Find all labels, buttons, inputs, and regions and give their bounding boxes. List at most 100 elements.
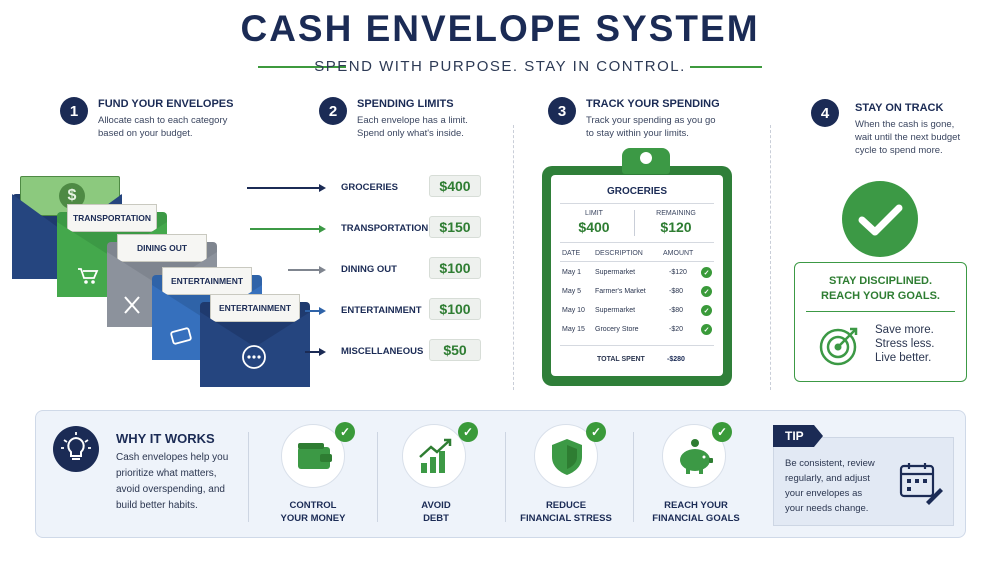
benefit-icon-circle bbox=[281, 424, 345, 488]
step-4-title: STAY ON TRACK bbox=[855, 102, 944, 114]
step-2-desc: Each envelope has a limit.Spend only wha… bbox=[357, 115, 468, 139]
step-4-number: 4 bbox=[811, 99, 839, 127]
category-arrow bbox=[305, 310, 319, 312]
transaction-amount: -$80 bbox=[669, 307, 684, 314]
check-icon: ✓ bbox=[458, 422, 478, 442]
step-3-title: TRACK YOUR SPENDING bbox=[586, 98, 720, 110]
remaining-value: $120 bbox=[660, 219, 692, 235]
tip-tag: TIP bbox=[773, 425, 823, 447]
envelope-label-paper: ENTERTAINMENT bbox=[162, 267, 252, 295]
wallet-icon bbox=[298, 443, 332, 469]
target-icon bbox=[818, 325, 860, 372]
tracker-divider bbox=[560, 261, 714, 262]
shield-icon bbox=[552, 439, 582, 475]
tracker-title: GROCERIES bbox=[606, 186, 667, 197]
check-icon: ✓ bbox=[586, 422, 606, 442]
transaction-desc: Farmer's Market bbox=[595, 288, 646, 295]
category-label: GROCERIES bbox=[341, 182, 399, 193]
panel-divider bbox=[505, 432, 506, 522]
envelope-label-paper: TRANSPORTATION bbox=[67, 204, 157, 232]
category-amount: $100 bbox=[429, 298, 481, 320]
lightbulb-icon bbox=[53, 426, 99, 472]
tracker-divider bbox=[634, 210, 635, 236]
why-title: WHY IT WORKS bbox=[116, 431, 215, 446]
column-header-description: DESCRIPTION bbox=[595, 250, 643, 257]
category-amount: $150 bbox=[429, 216, 481, 238]
transaction-desc: Grocery Store bbox=[595, 326, 639, 333]
benefit-icon-circle bbox=[662, 424, 726, 488]
step-4-desc: When the cash is gone,wait until the nex… bbox=[855, 119, 961, 156]
checkmark-badge-icon bbox=[842, 181, 918, 257]
envelope-miscellaneous: ENTERTAINMENT bbox=[200, 294, 310, 387]
calendar-edit-icon bbox=[898, 460, 944, 511]
subtitle-rule-left bbox=[258, 66, 346, 68]
discipline-divider bbox=[806, 311, 955, 312]
panel-divider bbox=[633, 432, 634, 522]
page-subtitle: SPEND WITH PURPOSE. STAY IN CONTROL. bbox=[314, 58, 686, 75]
step-1-number: 1 bbox=[60, 97, 88, 125]
check-icon: ✓ bbox=[712, 422, 732, 442]
envelope-stack: $ TRANSPORTATION DINING OUT ENTERTAINMEN… bbox=[12, 172, 332, 392]
arrow-head bbox=[319, 266, 326, 274]
section-divider bbox=[770, 125, 771, 390]
discipline-card bbox=[794, 262, 967, 382]
more-dots-icon bbox=[241, 344, 267, 375]
transaction-date: May 10 bbox=[562, 307, 585, 314]
envelope-label-paper: ENTERTAINMENT bbox=[210, 294, 300, 322]
step-1-title: FUND YOUR ENVELOPES bbox=[98, 98, 234, 110]
total-spent-value: -$280 bbox=[667, 356, 685, 363]
tracker-divider bbox=[560, 345, 714, 346]
envelope-flap bbox=[200, 312, 310, 387]
subtitle-rule-right bbox=[690, 66, 762, 68]
page-title: CASH ENVELOPE SYSTEM bbox=[240, 8, 760, 49]
transaction-amount: -$80 bbox=[669, 288, 684, 295]
discipline-text: Save more.Stress less.Live better. bbox=[875, 324, 935, 364]
arrow-head bbox=[319, 348, 326, 356]
check-icon: ✓ bbox=[701, 324, 712, 335]
check-icon: ✓ bbox=[701, 286, 712, 297]
discipline-title: STAY DISCIPLINED.REACH YOUR GOALS. bbox=[821, 275, 940, 302]
transaction-date: May 15 bbox=[562, 326, 585, 333]
category-label: TRANSPORTATION bbox=[341, 223, 429, 234]
category-amount: $50 bbox=[429, 339, 481, 361]
check-icon: ✓ bbox=[701, 267, 712, 278]
step-2-number: 2 bbox=[319, 97, 347, 125]
clipboard-paper bbox=[551, 175, 723, 376]
category-arrow bbox=[288, 269, 319, 271]
step-3-number: 3 bbox=[548, 97, 576, 125]
remaining-label: REMAINING bbox=[656, 210, 696, 217]
limit-label: LIMIT bbox=[585, 210, 603, 217]
category-label: DINING OUT bbox=[341, 264, 397, 275]
category-arrow bbox=[247, 187, 319, 189]
column-header-date: DATE bbox=[562, 250, 581, 257]
cart-icon bbox=[77, 267, 99, 290]
total-spent-label: TOTAL SPENT bbox=[597, 356, 645, 363]
arrow-head bbox=[319, 184, 326, 192]
check-icon: ✓ bbox=[701, 305, 712, 316]
step-2-title: SPENDING LIMITS bbox=[357, 98, 454, 110]
category-arrow bbox=[250, 228, 319, 230]
arrow-head bbox=[319, 225, 326, 233]
category-label: ENTERTAINMENT bbox=[341, 305, 422, 316]
transaction-date: May 1 bbox=[562, 269, 582, 276]
clipboard-clip-hole bbox=[640, 152, 652, 164]
category-amount: $100 bbox=[429, 257, 481, 279]
ticket-icon bbox=[170, 327, 192, 350]
category-label: MISCELLANEOUS bbox=[341, 346, 424, 357]
panel-divider bbox=[248, 432, 249, 522]
transaction-amount: -$20 bbox=[669, 326, 684, 333]
tracker-divider bbox=[560, 203, 714, 204]
panel-divider bbox=[377, 432, 378, 522]
transaction-date: May 5 bbox=[562, 288, 582, 295]
envelope-label-paper: DINING OUT bbox=[117, 234, 207, 262]
section-divider bbox=[513, 125, 514, 390]
utensils-icon bbox=[121, 294, 143, 321]
